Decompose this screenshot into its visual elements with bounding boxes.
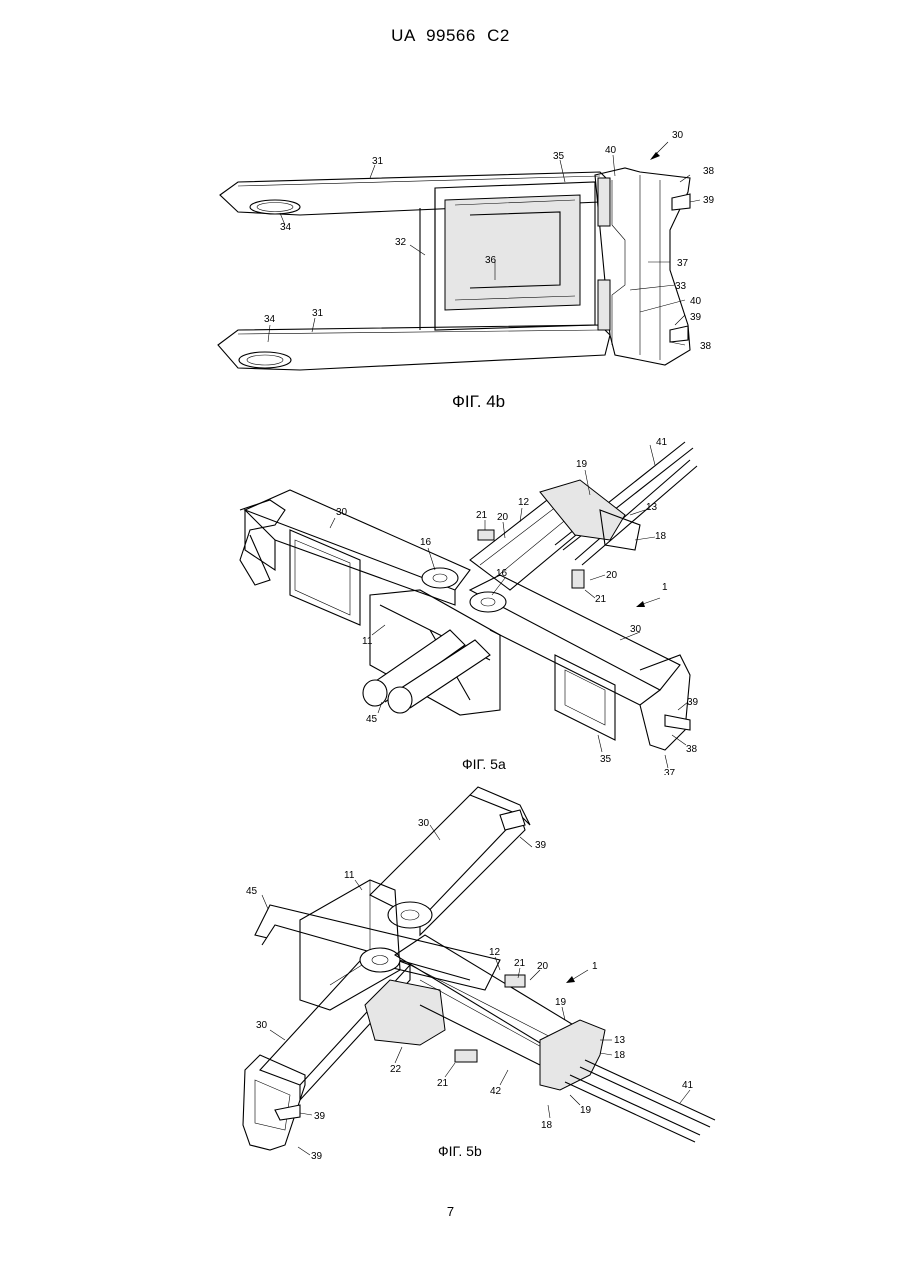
fig5b-label: 42 <box>490 1086 502 1097</box>
fig5b-label: 18 <box>541 1120 553 1131</box>
fig5b-label: 30 <box>256 1020 268 1031</box>
fig5b-label: 12 <box>489 947 501 958</box>
fig5b-label: 39 <box>314 1111 326 1122</box>
fig4b-label: 38 <box>703 166 715 177</box>
fig5b-label: 1 <box>592 961 598 972</box>
fig5b-label: 20 <box>537 961 549 972</box>
fig5a-label: 16 <box>420 537 432 548</box>
fig4b-label: 36 <box>485 255 497 266</box>
fig5a-label: 18 <box>655 531 667 542</box>
figure-5a-caption: ФІГ. 5a <box>462 756 506 772</box>
fig5a-label: 30 <box>336 507 348 518</box>
fig5a-label: 1 <box>662 582 668 593</box>
fig5a-label: 19 <box>576 459 588 470</box>
fig4b-label: 34 <box>280 222 292 233</box>
figure-5b-caption: ФІГ. 5b <box>438 1143 482 1159</box>
fig5a-label: 21 <box>476 510 488 521</box>
fig5b-label: 41 <box>682 1080 694 1091</box>
fig4b-label: 38 <box>700 341 712 352</box>
fig5a-label: 16 <box>496 568 508 579</box>
figure-5b: 30 39 45 11 12 21 20 1 19 13 18 30 22 21… <box>0 785 901 1165</box>
fig5b-label: 19 <box>555 997 567 1008</box>
fig4b-label: 39 <box>703 195 715 206</box>
fig5a-label: 20 <box>497 512 509 523</box>
figure-4b-drawing: 30 31 35 40 38 39 34 32 36 37 33 40 34 3… <box>0 120 901 420</box>
fig5b-label: 11 <box>344 870 355 881</box>
fig4b-label: 37 <box>677 258 689 269</box>
fig5b-label: 39 <box>311 1151 323 1162</box>
fig5a-label: 41 <box>656 437 668 448</box>
fig4b-label: 31 <box>312 308 324 319</box>
figure-4b-caption: ФІГ. 4b <box>452 392 505 412</box>
fig4b-label: 40 <box>605 145 617 156</box>
fig4b-label: 39 <box>690 312 702 323</box>
fig4b-label: 35 <box>553 151 565 162</box>
fig4b-label: 31 <box>372 156 384 167</box>
fig5a-label: 30 <box>630 624 642 635</box>
figure-5a: 41 19 30 12 21 20 13 18 16 16 20 1 21 11… <box>0 430 901 775</box>
fig4b-label: 30 <box>672 130 684 141</box>
fig5a-label: 20 <box>606 570 618 581</box>
fig5a-label: 12 <box>518 497 530 508</box>
fig5b-label: 21 <box>437 1078 449 1089</box>
figure-5a-drawing: 41 19 30 12 21 20 13 18 16 16 20 1 21 11… <box>0 430 901 775</box>
fig5a-label: 45 <box>366 714 378 725</box>
fig5b-label: 18 <box>614 1050 626 1061</box>
fig5a-label: 37 <box>664 768 676 775</box>
patent-header: UA 99566 C2 <box>0 26 901 46</box>
figure-4b: 30 31 35 40 38 39 34 32 36 37 33 40 34 3… <box>0 120 901 420</box>
fig5b-label: 19 <box>580 1105 592 1116</box>
fig5a-label: 21 <box>595 594 607 605</box>
fig4b-label: 40 <box>690 296 702 307</box>
fig5b-label: 22 <box>390 1064 402 1075</box>
page-number: 7 <box>0 1204 901 1219</box>
fig5b-label: 30 <box>418 818 430 829</box>
fig5a-label: 13 <box>646 502 658 513</box>
figure-5b-drawing: 30 39 45 11 12 21 20 1 19 13 18 30 22 21… <box>0 785 901 1165</box>
fig4b-label: 32 <box>395 237 407 248</box>
fig5a-label: 39 <box>687 697 699 708</box>
fig5a-label: 11 <box>362 636 373 647</box>
fig5b-label: 39 <box>535 840 547 851</box>
fig5a-label: 38 <box>686 744 698 755</box>
fig4b-label: 34 <box>264 314 276 325</box>
fig5b-label: 21 <box>514 958 526 969</box>
fig5a-label: 35 <box>600 754 612 765</box>
fig5b-label: 13 <box>614 1035 626 1046</box>
fig5b-label: 45 <box>246 886 258 897</box>
fig4b-label: 33 <box>675 281 687 292</box>
